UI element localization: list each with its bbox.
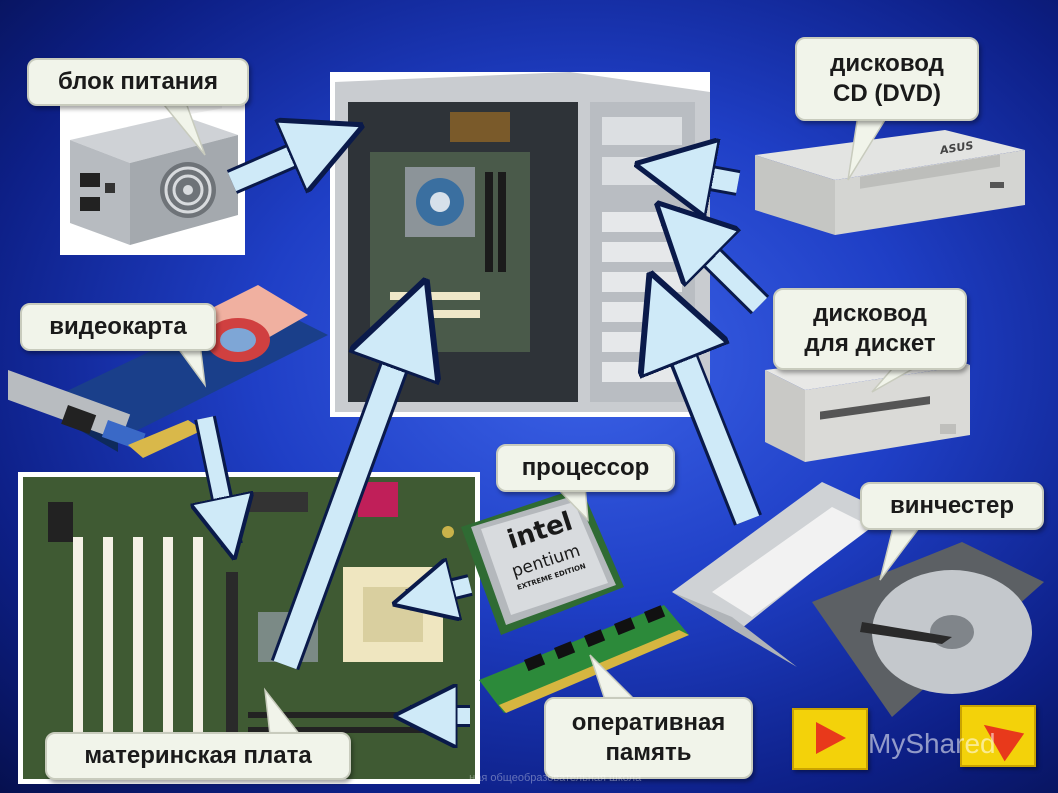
watermark-text: MyShared [868,728,996,759]
label-power-supply-text: блок питания [57,68,219,95]
cd-dvd-drive-image: ASUS [755,130,1025,235]
label-cd-line2: CD (DVD) [833,80,941,107]
computer-case-image [330,72,710,417]
asus-logo: ASUS [940,139,973,157]
ram-module-image [479,605,689,713]
label-cpu-text: процессор [521,454,650,481]
label-motherboard: материнская плата [45,732,351,780]
label-hard-drive-text: винчестер [889,492,1015,519]
label-cd-dvd-drive: дисковод CD (DVD) [795,37,979,121]
cpu-image: intel pentium EXTREME EDITION [461,487,624,635]
label-ram: оперативная память [544,697,753,779]
footer-note: ...ная общеобразовательная школа [460,772,641,784]
label-floppy-drive: дисковод для дискет [773,288,967,370]
video-card-image [8,285,328,458]
back-button[interactable] [960,705,1036,767]
hard-drive-image [672,482,1044,717]
label-ram-line1: оперативная [571,709,726,736]
label-power-supply: блок питания [27,58,249,106]
label-video-card: видеокарта [20,303,216,351]
callout-tail-psu [158,99,206,156]
footer-note-text: ...ная общеобразовательная школа [460,772,642,784]
callout-tail-ram [589,654,637,701]
label-motherboard-text: материнская плата [84,742,312,769]
label-floppy-line1: дисковод [813,300,927,327]
label-cd-line1: дисковод [830,50,944,77]
play-arrow-icon [816,722,846,754]
back-arrow-icon [983,724,1025,762]
label-video-card-text: видеокарта [49,313,187,340]
label-ram-line2: память [605,739,692,766]
label-cpu: процессор [496,444,675,492]
callout-tail-motherboard [263,687,302,736]
callout-tail-cd [847,114,890,181]
label-hard-drive: винчестер [860,482,1044,530]
label-floppy-line2: для дискет [804,330,936,357]
next-slide-button[interactable] [792,708,868,770]
watermark: MyShared [868,728,996,760]
